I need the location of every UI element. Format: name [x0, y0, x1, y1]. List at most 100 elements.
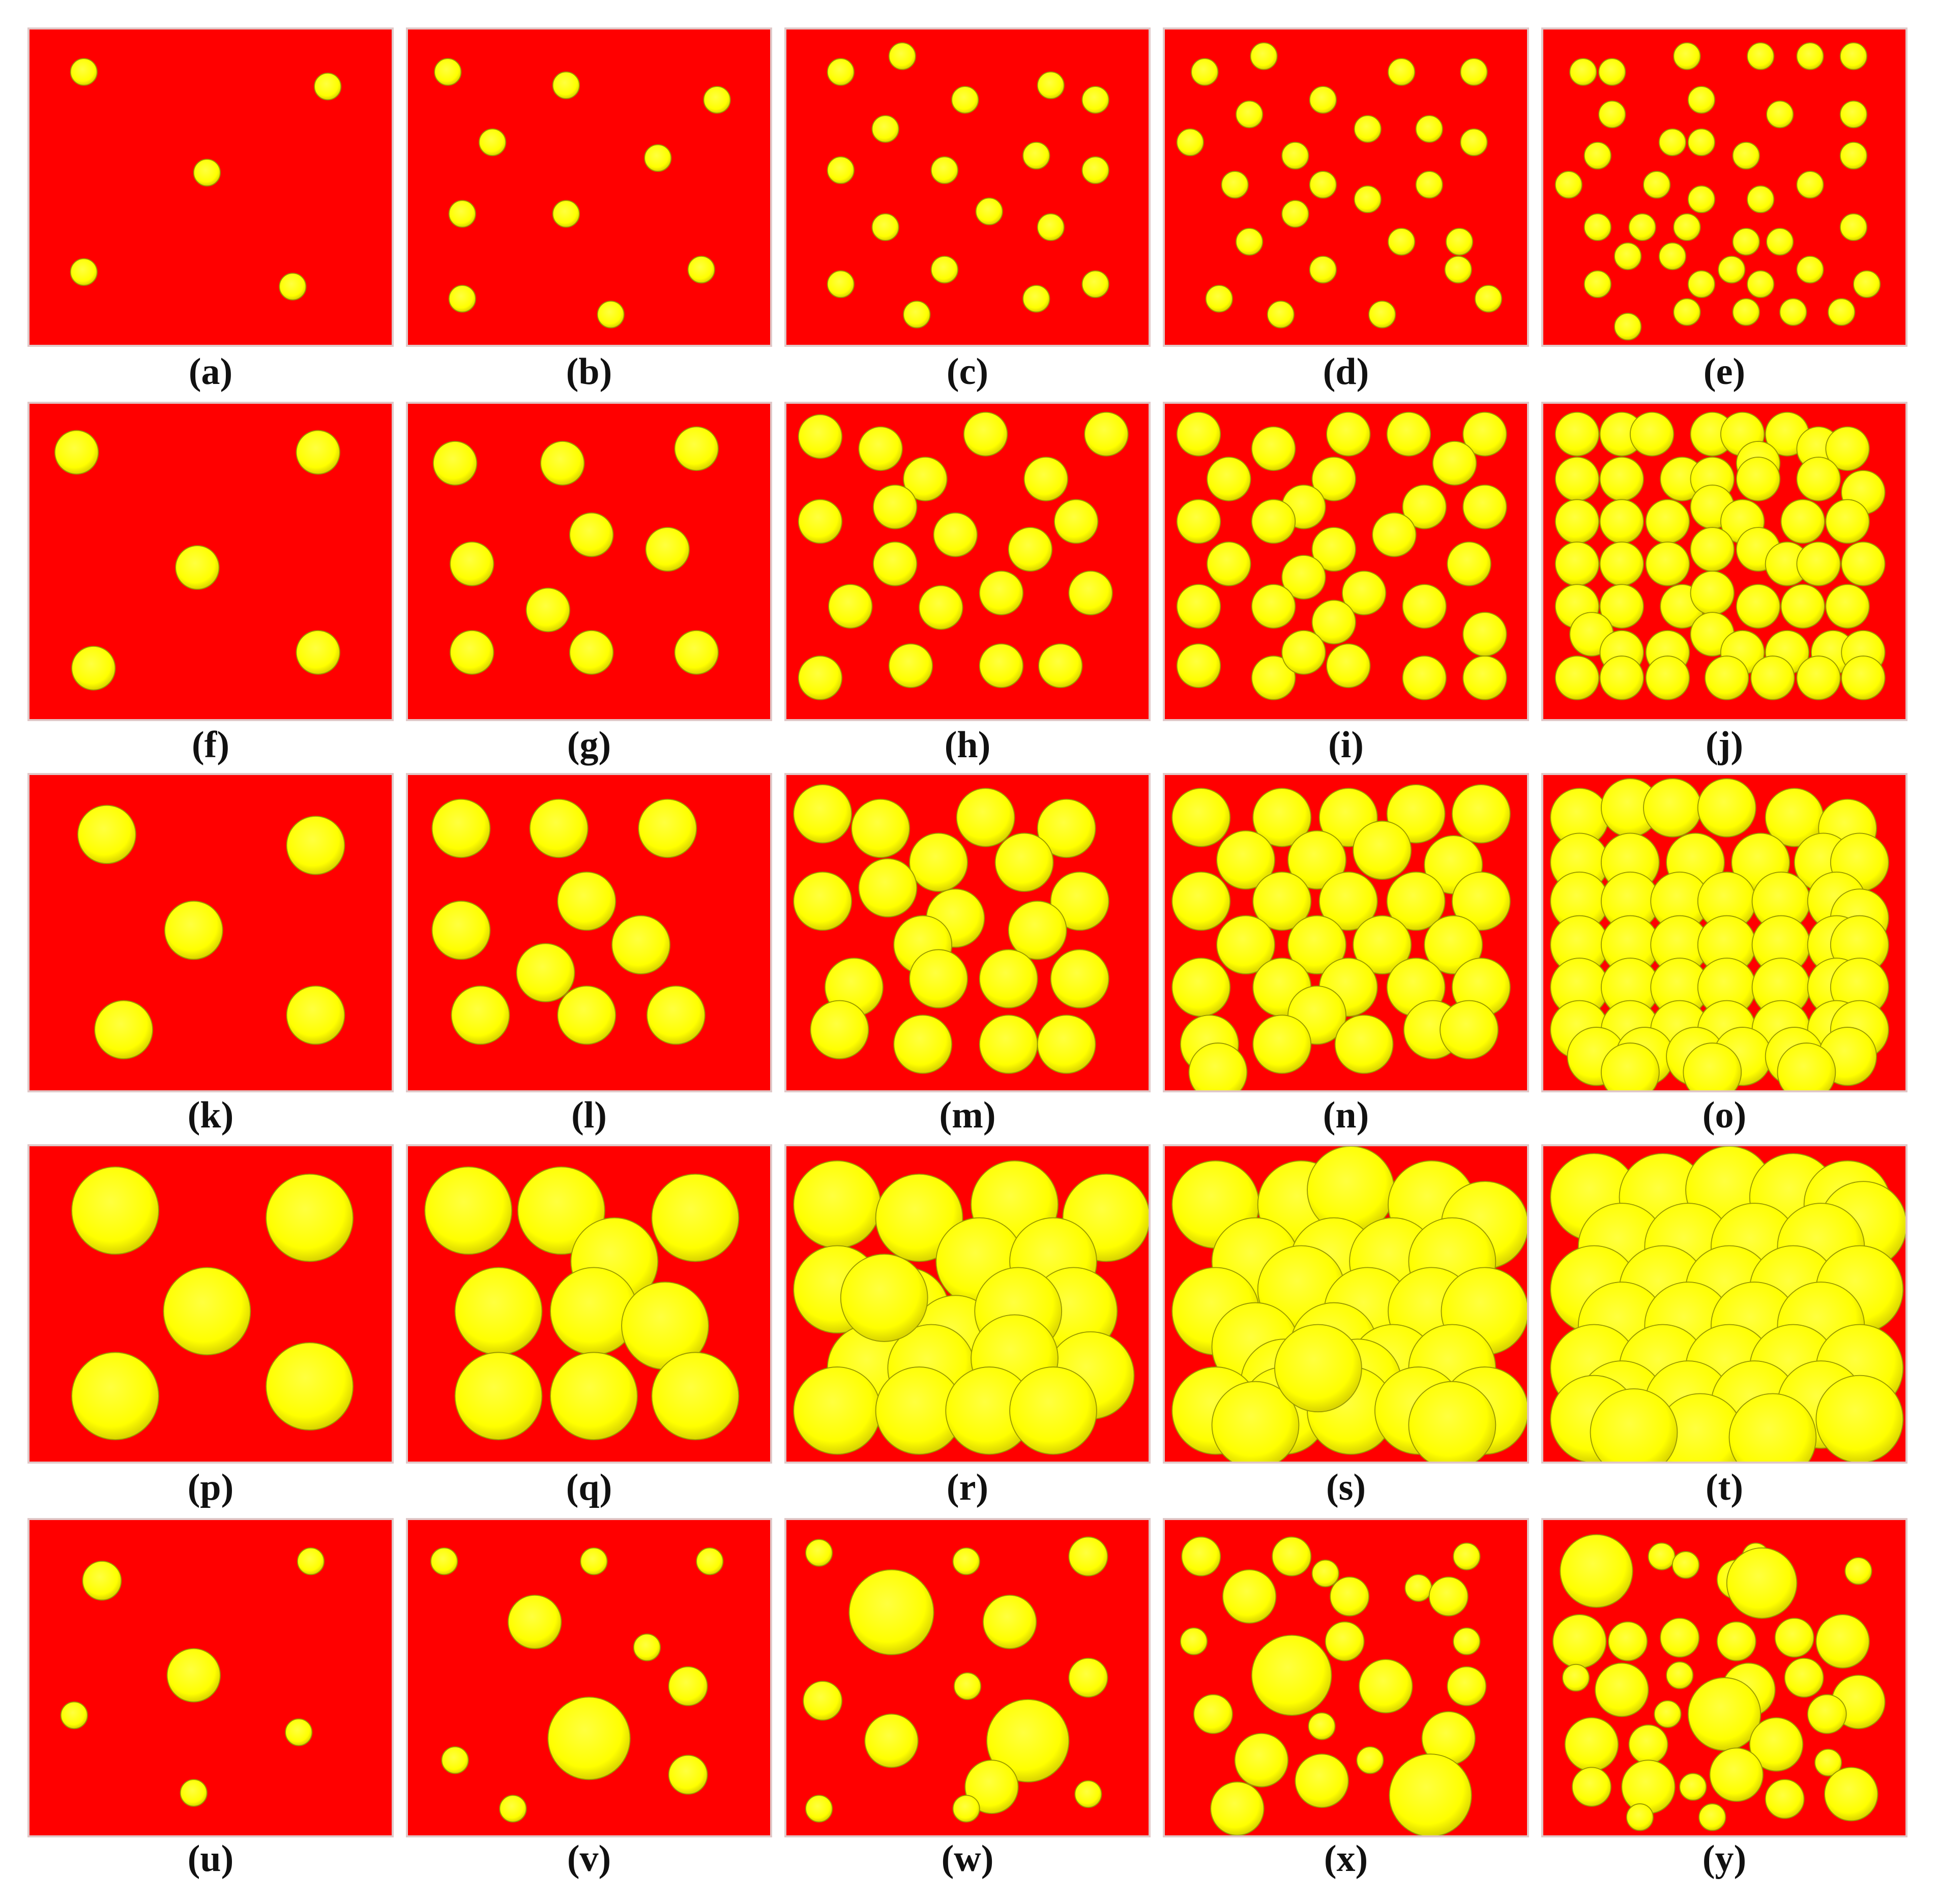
particle-circle [1600, 1043, 1660, 1090]
particle-circle [1176, 128, 1204, 156]
particle-field-e [1554, 42, 1881, 341]
particle-circle [1726, 1547, 1798, 1619]
particle-field-f [54, 430, 340, 691]
particle-field-t [1550, 1146, 1905, 1462]
particle-circle [431, 901, 491, 960]
panel-label-m: (m) [939, 1094, 996, 1136]
particle-circle [1825, 499, 1870, 544]
particle-circle [1389, 1753, 1472, 1835]
particle-circle [793, 1160, 882, 1249]
particle-circle [674, 630, 719, 675]
particle-field-o [1550, 778, 1889, 1090]
particle-circle [1176, 643, 1221, 688]
particle-circle [1368, 301, 1396, 329]
particle-circle [499, 1795, 527, 1823]
particle-circle [893, 1015, 953, 1074]
panel-label-a: (a) [188, 351, 233, 393]
particle-circle [1311, 600, 1356, 645]
particle-circle [1687, 128, 1715, 156]
particle-circle [1068, 1536, 1108, 1576]
particle-circle [1554, 656, 1600, 700]
particle-circle [872, 541, 918, 586]
particle-circle [1451, 871, 1511, 931]
particle-circle [1732, 298, 1760, 326]
particle-circle [1839, 42, 1868, 70]
particle-circle [432, 440, 478, 486]
particle-field-w [803, 1536, 1108, 1823]
particle-circle [1747, 185, 1775, 214]
particle-circle [1318, 871, 1378, 931]
panel-u [27, 1518, 394, 1837]
particle-circle [71, 645, 116, 691]
particle-circle [1718, 255, 1746, 284]
particle-circle [1687, 185, 1715, 214]
panel-x [1163, 1518, 1529, 1837]
panel-label-g: (g) [567, 724, 611, 766]
particle-circle [1814, 1748, 1842, 1777]
particle-circle [1176, 499, 1221, 544]
particle-circle [1341, 571, 1387, 615]
particle-circle [919, 585, 963, 630]
particle-circle [448, 200, 476, 228]
particle-circle [858, 858, 918, 917]
particle-circle [903, 301, 931, 329]
particle-circle [1176, 584, 1221, 629]
particle-circle [1796, 541, 1841, 586]
particle-circle [1081, 270, 1109, 298]
particle-circle [1660, 1618, 1700, 1658]
particle-circle [1311, 1559, 1339, 1588]
particle-circle [798, 499, 843, 544]
particle-circle [1451, 784, 1511, 844]
particle-circle [1628, 213, 1656, 241]
particle-circle [1666, 1661, 1694, 1689]
particle-circle [810, 1000, 869, 1059]
particle-circle [1402, 656, 1447, 700]
particle-circle [1330, 1576, 1370, 1617]
particle-circle [1687, 86, 1715, 114]
particle-circle [60, 1701, 88, 1730]
particle-circle [827, 58, 855, 86]
particle-circle [1796, 656, 1841, 700]
particle-circle [1777, 1043, 1836, 1090]
particle-circle [1453, 1627, 1481, 1655]
panel-label-r: (r) [946, 1467, 989, 1508]
particle-circle [451, 985, 510, 1045]
particle-circle [793, 784, 853, 844]
particle-circle [552, 200, 580, 228]
panel-label-s: (s) [1326, 1467, 1366, 1508]
particle-circle [1629, 411, 1675, 457]
particle-circle [1839, 213, 1868, 241]
particle-circle [1415, 115, 1443, 143]
particle-circle [858, 426, 903, 471]
panel-label-l: (l) [571, 1094, 607, 1136]
particle-circle [547, 1697, 631, 1780]
particle-circle [1402, 484, 1447, 529]
particle-circle [1815, 1614, 1870, 1669]
particle-circle [1598, 100, 1626, 129]
panel-label-i: (i) [1328, 724, 1364, 766]
particle-circle [979, 643, 1024, 688]
particle-circle [1839, 141, 1868, 170]
particle-circle [1447, 1666, 1487, 1706]
particle-circle [1643, 171, 1671, 199]
particle-circle [1388, 58, 1416, 86]
panel-label-e: (e) [1703, 351, 1746, 393]
particle-circle [1356, 1746, 1384, 1774]
particle-circle [1084, 411, 1129, 457]
panel-v [406, 1518, 772, 1837]
particle-circle [441, 1746, 469, 1774]
particle-circle [651, 1352, 740, 1441]
particle-circle [1807, 1694, 1847, 1734]
particle-circle [569, 512, 614, 557]
particle-circle [1068, 1657, 1108, 1698]
particle-circle [525, 587, 570, 633]
particle-circle [1281, 555, 1326, 600]
particle-field-k [77, 805, 345, 1059]
particle-circle [569, 630, 614, 675]
particle-circle [1404, 1574, 1432, 1602]
particle-circle [1171, 958, 1231, 1017]
particle-circle [1796, 171, 1824, 199]
particle-circle [1308, 1712, 1336, 1740]
particle-circle [1766, 228, 1794, 256]
particle-circle [1210, 1781, 1265, 1835]
